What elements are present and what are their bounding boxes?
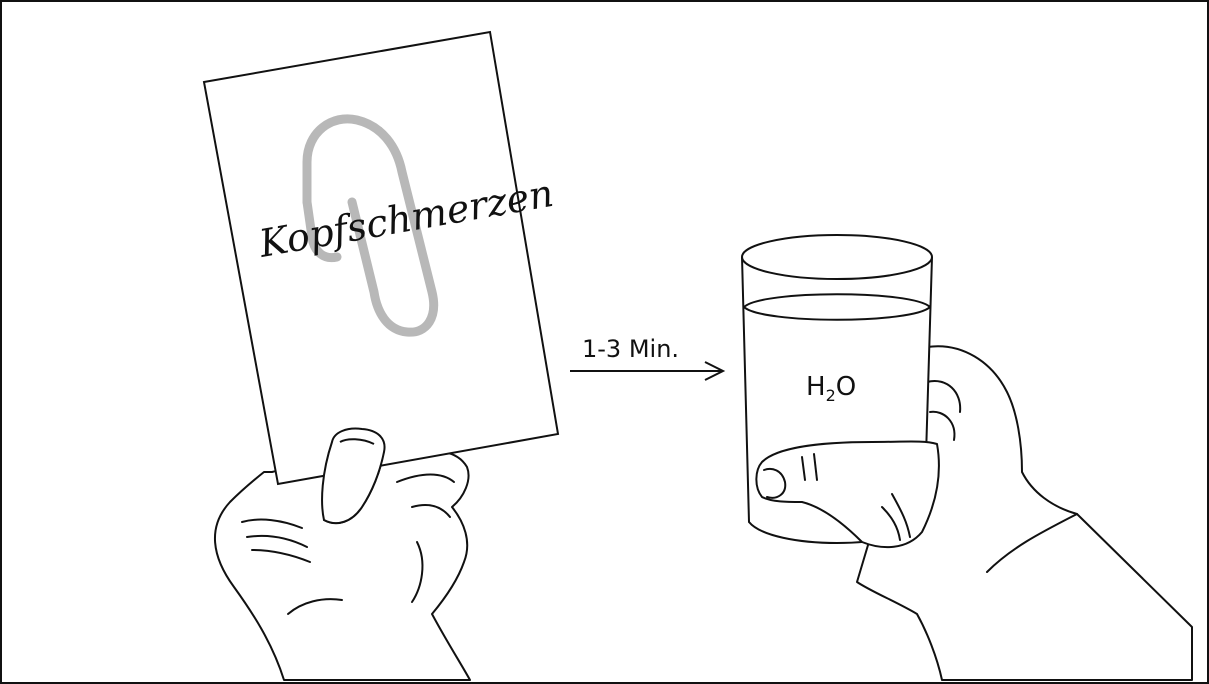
formula-h: H [806, 372, 826, 402]
arrow-label: 1-3 Min. [582, 335, 679, 363]
glass-rim [742, 235, 932, 279]
formula-o: O [836, 372, 856, 402]
formula-sub: 2 [826, 386, 836, 405]
card-sheet [204, 32, 558, 484]
card: Kopfschmerzen [204, 32, 558, 484]
time-arrow: 1-3 Min. [570, 335, 723, 380]
